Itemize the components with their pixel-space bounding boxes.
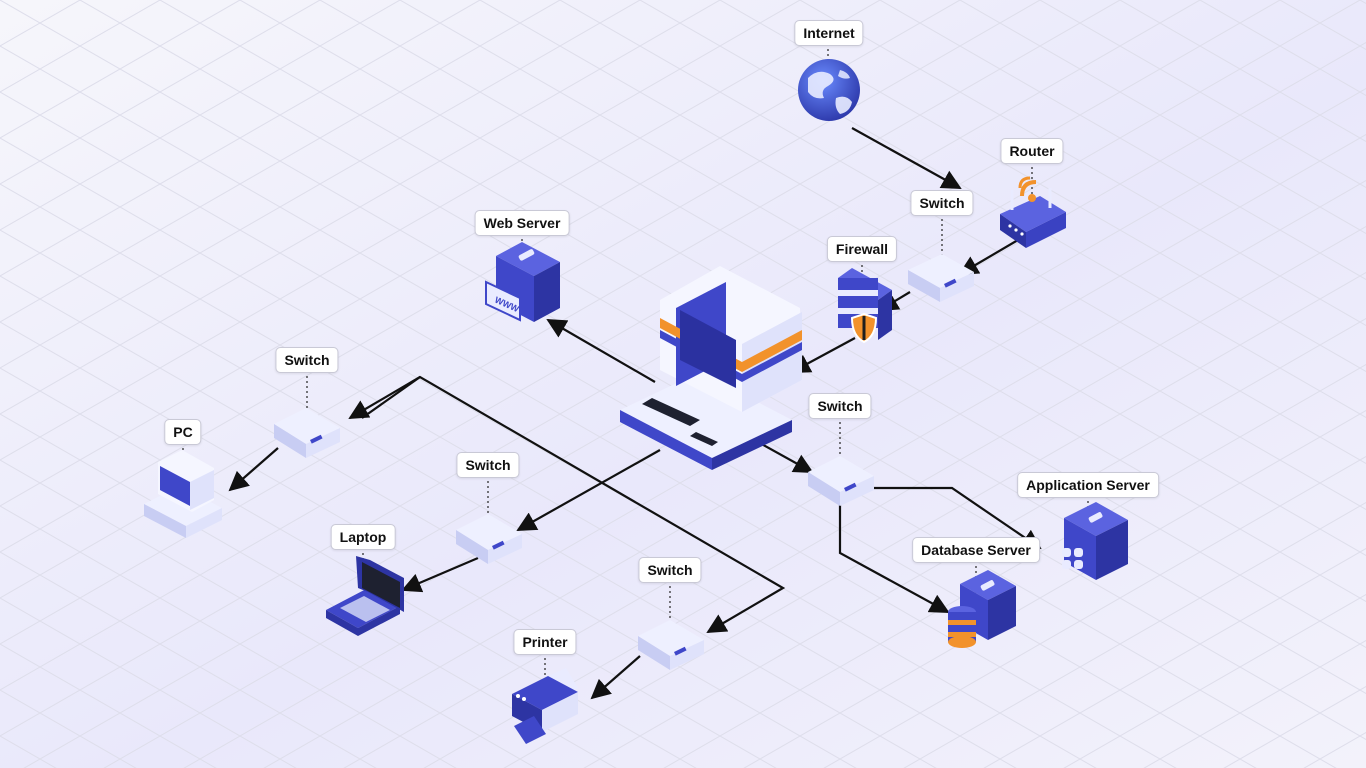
- connector-computer-switchright: [757, 441, 814, 473]
- application-server-icon[interactable]: [1062, 502, 1128, 580]
- laptop-icon[interactable]: [326, 556, 404, 636]
- printer-label: Printer: [513, 629, 577, 655]
- switch-left-icon[interactable]: [274, 408, 340, 458]
- connector-firewall-computer: [790, 337, 856, 373]
- laptop-label: Laptop: [330, 524, 396, 550]
- connector-switchleft-pc: [228, 447, 279, 492]
- switch-mid-label: Switch: [456, 452, 520, 478]
- switch-right-label: Switch: [808, 393, 872, 419]
- firewall-icon[interactable]: [838, 268, 892, 344]
- connector-router-switch: [958, 239, 1019, 276]
- switch-bottom-label: Switch: [638, 557, 702, 583]
- web-server-icon[interactable]: WWW: [485, 242, 560, 322]
- connector-internet-switch: [851, 127, 962, 189]
- firewall-label: Firewall: [826, 236, 898, 262]
- database-server-icon[interactable]: [948, 570, 1016, 648]
- router-icon[interactable]: [1000, 176, 1066, 248]
- connector-switchbottom-printer: [590, 655, 641, 700]
- switch-right-icon[interactable]: [808, 456, 874, 506]
- switch-top-icon[interactable]: [908, 254, 974, 302]
- switch-top-label: Switch: [910, 190, 974, 216]
- workstation-computer-icon[interactable]: [620, 266, 802, 470]
- connector-switchright-appserver: [872, 486, 1042, 550]
- switch-left-label: Switch: [275, 347, 339, 373]
- pc-icon[interactable]: [144, 450, 222, 538]
- connector-switchmid-laptop: [401, 556, 479, 593]
- connector-computer-webserver: [546, 319, 656, 383]
- router-label: Router: [1000, 138, 1064, 164]
- connector-computer-switchmid: [516, 449, 661, 531]
- web-server-label: Web Server: [474, 210, 570, 236]
- connectors: [228, 127, 1042, 700]
- pc-label: PC: [164, 419, 202, 445]
- application-server-label: Application Server: [1017, 472, 1159, 498]
- internet-label: Internet: [794, 20, 864, 46]
- internet-globe-icon[interactable]: [798, 59, 860, 121]
- database-server-label: Database Server: [912, 537, 1040, 563]
- printer-icon[interactable]: [512, 668, 578, 744]
- switch-mid-icon[interactable]: [456, 514, 522, 564]
- connector-switchright-dbserver: [838, 505, 950, 613]
- connector-computer-switchleft: [348, 376, 421, 420]
- switch-bottom-icon[interactable]: [638, 620, 704, 670]
